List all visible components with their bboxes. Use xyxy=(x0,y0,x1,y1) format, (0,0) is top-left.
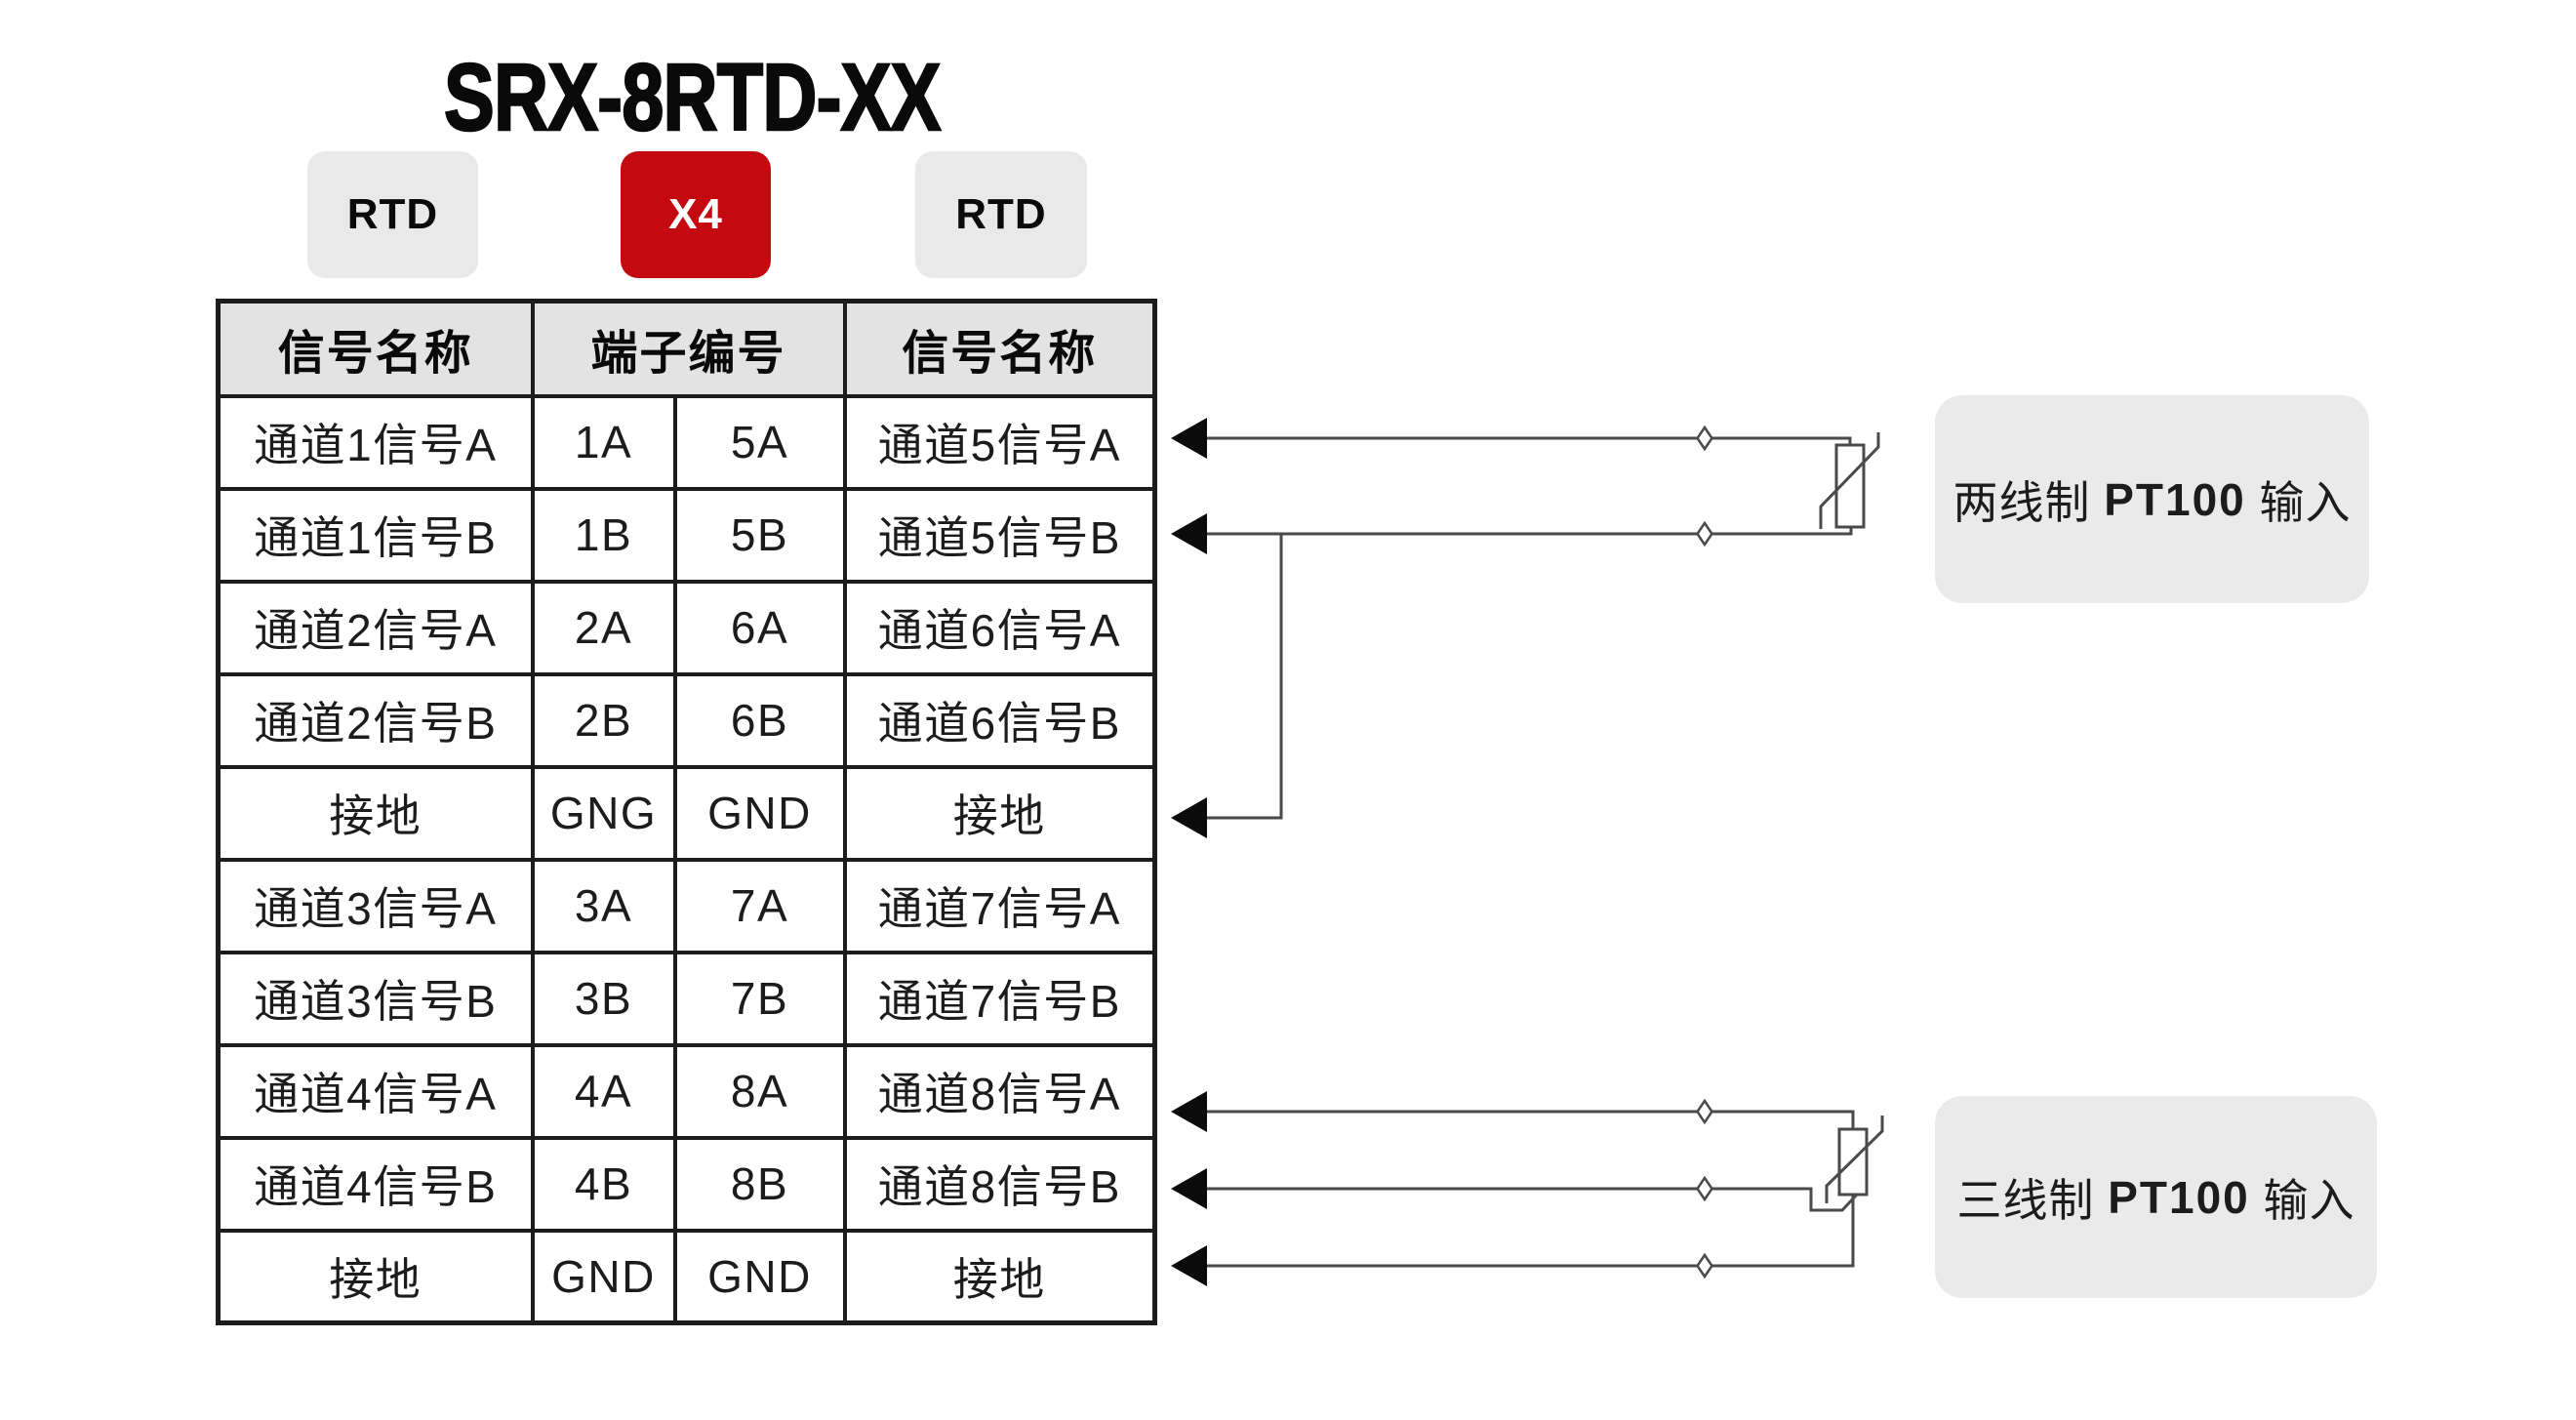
badge-rtd-right-label: RTD xyxy=(955,190,1047,238)
terminal-number-cell: 2B xyxy=(530,671,677,769)
badge-rtd-left: RTD xyxy=(307,151,478,278)
signal-name-cell: 通道1信号A xyxy=(216,393,535,491)
terminal-number-cell: 5B xyxy=(672,486,847,584)
terminal-number-cell: 2A xyxy=(530,579,677,676)
terminal-number-cell: GND xyxy=(530,1228,677,1325)
two-wire-circuit xyxy=(1206,425,1880,820)
left-arrow-icon xyxy=(1171,513,1207,554)
annotation-three-wire-bold: PT100 xyxy=(2108,1171,2250,1223)
terminal-node-icon xyxy=(1695,1252,1714,1279)
annotation-two-wire-bold: PT100 xyxy=(2104,473,2246,525)
terminal-node-icon xyxy=(1695,425,1714,452)
wire-signal-a xyxy=(1206,436,1852,445)
terminal-number-cell: 4B xyxy=(530,1135,677,1233)
signal-name-cell: 接地 xyxy=(216,1228,535,1325)
signal-name-cell: 接地 xyxy=(216,764,535,862)
badge-rtd-right: RTD xyxy=(915,151,1087,278)
wire-signal-a xyxy=(1206,1110,1855,1129)
signal-name-cell: 通道4信号B xyxy=(216,1135,535,1233)
annotation-two-wire: 两线制 PT100 输入 xyxy=(1935,395,2369,603)
col-header-signal-right: 信号名称 xyxy=(842,299,1157,398)
terminal-number-cell: 1A xyxy=(530,393,677,491)
signal-name-cell: 通道6信号A xyxy=(842,579,1157,676)
signal-name-cell: 通道8信号B xyxy=(842,1135,1157,1233)
terminal-table-header: 信号名称 端子编号 信号名称 xyxy=(216,299,1157,398)
terminal-number-cell: GND xyxy=(672,1228,847,1325)
signal-name-cell: 通道5信号A xyxy=(842,393,1157,491)
wire-ground-branch xyxy=(1206,534,1283,820)
three-wire-arrows xyxy=(1171,1091,1207,1286)
signal-name-cell: 接地 xyxy=(842,764,1157,862)
terminal-number-cell: 3B xyxy=(530,950,677,1047)
page-title: SRX-8RTD-XX xyxy=(443,43,942,152)
signal-name-cell: 通道1信号B xyxy=(216,486,535,584)
left-arrow-icon xyxy=(1171,1245,1207,1286)
rtd-diagonal-stroke xyxy=(1825,1116,1884,1203)
terminal-number-cell: 8A xyxy=(672,1042,847,1140)
rtd-diagonal-stroke xyxy=(1819,432,1880,529)
left-arrow-icon xyxy=(1171,1091,1207,1132)
terminal-number-cell: 1B xyxy=(530,486,677,584)
terminal-number-cell: 5A xyxy=(672,393,847,491)
annotation-three-wire-suffix: 输入 xyxy=(2249,1174,2355,1226)
annotation-two-wire-prefix: 两线制 xyxy=(1952,476,2105,528)
terminal-number-cell: 7B xyxy=(672,950,847,1047)
wire-ground xyxy=(1206,1195,1855,1268)
terminal-node-icon xyxy=(1695,1175,1714,1202)
terminal-number-cell: 4A xyxy=(530,1042,677,1140)
signal-name-cell: 通道5信号B xyxy=(842,486,1157,584)
header-row: 信号名称 端子编号 信号名称 xyxy=(216,299,1157,398)
terminal-number-cell: 8B xyxy=(672,1135,847,1233)
left-arrow-icon xyxy=(1171,1168,1207,1209)
terminal-number-cell: GND xyxy=(672,764,847,862)
terminal-number-cell: 6A xyxy=(672,579,847,676)
signal-name-cell: 通道2信号A xyxy=(216,579,535,676)
three-wire-circuit xyxy=(1206,1098,1884,1279)
annotation-two-wire-suffix: 输入 xyxy=(2245,476,2352,528)
signal-name-cell: 接地 xyxy=(842,1228,1157,1325)
terminal-number-cell: 7A xyxy=(672,857,847,954)
two-wire-arrows xyxy=(1171,418,1207,838)
signal-name-cell: 通道7信号B xyxy=(842,950,1157,1047)
signal-name-cell: 通道3信号B xyxy=(216,950,535,1047)
terminal-node-icon xyxy=(1695,520,1714,548)
col-header-terminal: 端子编号 xyxy=(530,299,847,398)
terminal-number-cell: 3A xyxy=(530,857,677,954)
signal-name-cell: 通道6信号B xyxy=(842,671,1157,769)
left-arrow-icon xyxy=(1171,418,1207,459)
left-arrow-icon xyxy=(1171,797,1207,838)
signal-name-cell: 通道2信号B xyxy=(216,671,535,769)
wire-signal-b xyxy=(1206,1187,1859,1212)
signal-name-cell: 通道8信号A xyxy=(842,1042,1157,1140)
terminal-number-cell: 6B xyxy=(672,671,847,769)
annotation-three-wire-prefix: 三线制 xyxy=(1956,1174,2109,1226)
annotation-three-wire: 三线制 PT100 输入 xyxy=(1935,1096,2377,1298)
terminal-node-icon xyxy=(1695,1098,1714,1125)
signal-name-cell: 通道7信号A xyxy=(842,857,1157,954)
badge-x4-label: X4 xyxy=(668,190,723,238)
wire-signal-b xyxy=(1206,527,1853,536)
signal-name-cell: 通道3信号A xyxy=(216,857,535,954)
terminal-number-cell: GNG xyxy=(530,764,677,862)
badge-rtd-left-label: RTD xyxy=(346,190,439,238)
signal-name-cell: 通道4信号A xyxy=(216,1042,535,1140)
col-header-signal-left: 信号名称 xyxy=(216,299,535,398)
badge-x4: X4 xyxy=(621,151,771,278)
